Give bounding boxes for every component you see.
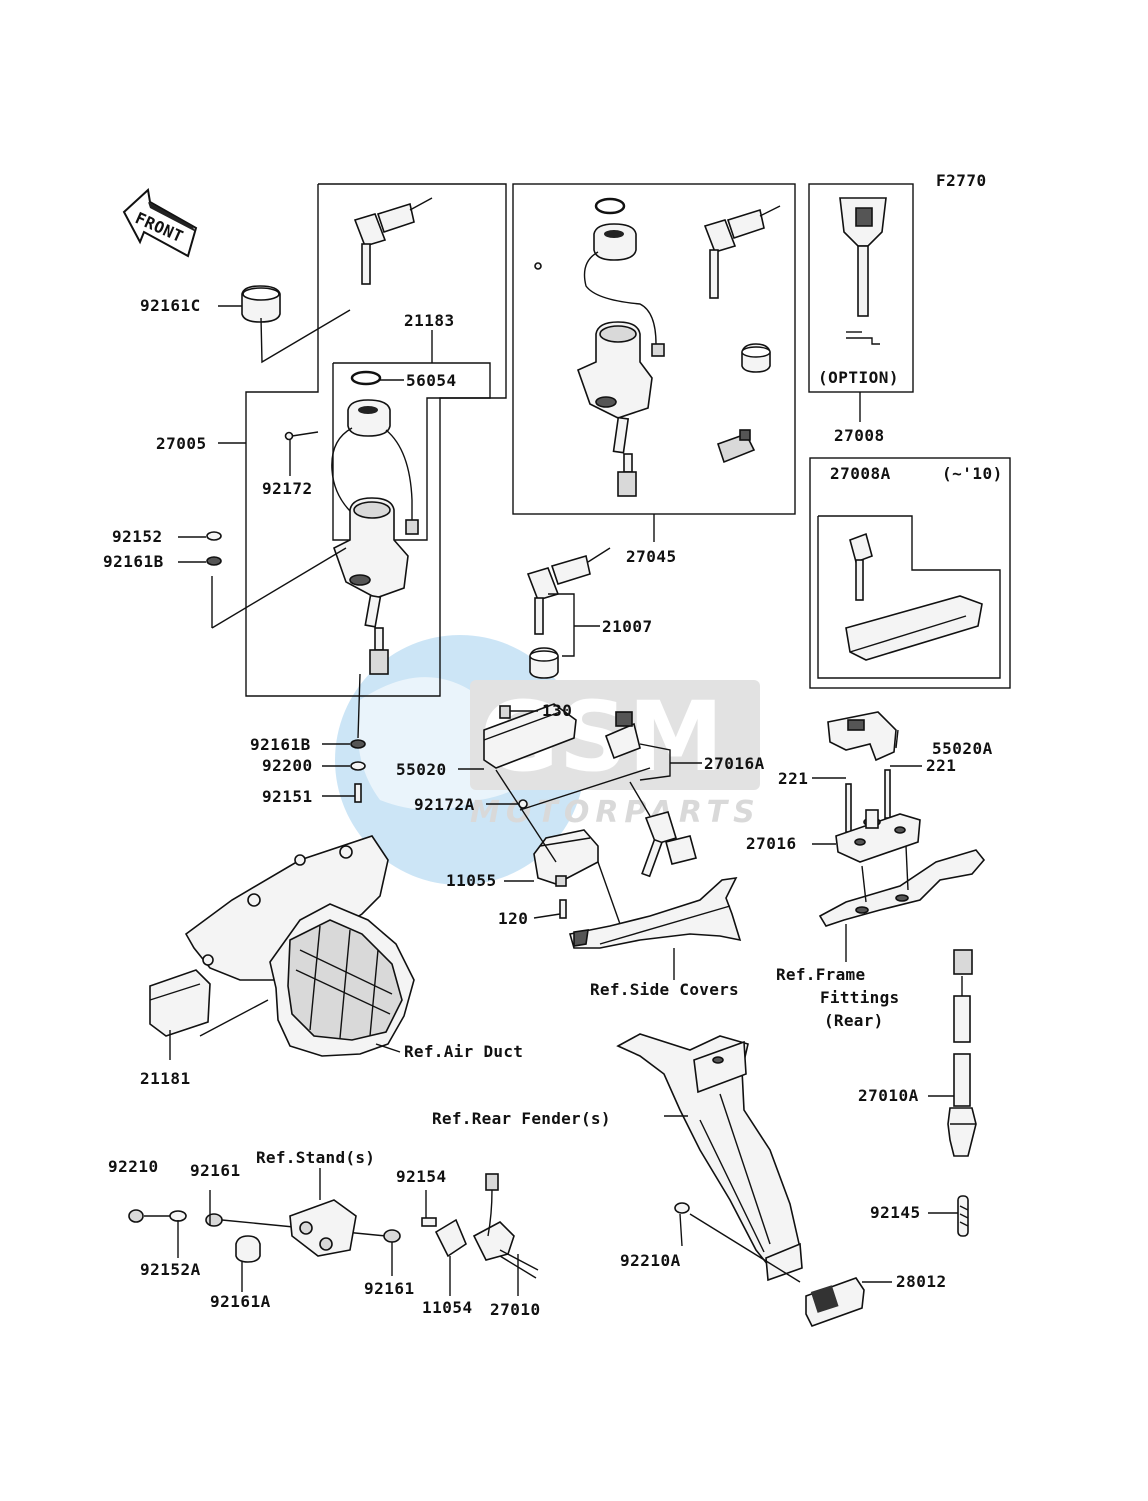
label-option: (OPTION) (818, 368, 899, 387)
key-27008-option (839, 197, 887, 345)
ignition-27045 (534, 197, 771, 497)
ref-side-covers: Ref.Side Covers (590, 980, 739, 999)
box-27008A-outer (809, 457, 1011, 689)
label-year-note: (~'10) (942, 464, 1003, 483)
air-duct-assembly (149, 835, 415, 1060)
label-92161-left: 92161 (190, 1161, 241, 1180)
label-27008A: 27008A (830, 464, 891, 483)
label-92145: 92145 (870, 1203, 921, 1222)
seat-lock-55020 (483, 703, 651, 925)
label-221-left: 221 (778, 769, 808, 788)
label-92154: 92154 (396, 1167, 447, 1186)
label-92200: 92200 (262, 756, 313, 775)
label-92210A: 92210A (620, 1251, 681, 1270)
box-27008 (808, 183, 914, 393)
label-21181: 21181 (140, 1069, 191, 1088)
label-92161B-lower: 92161B (250, 735, 311, 754)
label-27005: 27005 (156, 434, 207, 453)
key-21007 (526, 547, 611, 635)
label-21183: 21183 (404, 311, 455, 330)
tool-tray-27008A (845, 595, 983, 661)
label-92152A: 92152A (140, 1260, 201, 1279)
label-55020A: 55020A (932, 739, 993, 758)
label-92161C: 92161C (140, 296, 201, 315)
box-27005 (245, 183, 507, 697)
label-27010A: 27010A (858, 1086, 919, 1105)
ref-rear-fender: Ref.Rear Fender(s) (432, 1109, 611, 1128)
label-92161B-upper: 92161B (103, 552, 164, 571)
label-27016: 27016 (746, 834, 797, 853)
cap-21007 (529, 647, 559, 679)
label-92152: 92152 (112, 527, 163, 546)
diagram-code: F2770 (936, 171, 987, 190)
ref-frame-line1: Ref.Frame (776, 965, 865, 984)
leader-lines (177, 305, 958, 1296)
box-27008A-inner (817, 515, 1001, 679)
label-56054: 56054 (406, 371, 457, 390)
ref-air-duct: Ref.Air Duct (404, 1042, 523, 1061)
label-21007: 21007 (602, 617, 653, 636)
watermark-globe (335, 635, 585, 885)
label-130: 130 (542, 701, 572, 720)
label-92172A: 92172A (414, 795, 475, 814)
reference-labels: Ref.Side Covers Ref.Frame Fittings (Rear… (256, 965, 899, 1167)
part-labels: 92161C 21183 56054 27005 92172 92152 921… (103, 296, 1003, 1319)
label-27045: 27045 (626, 547, 677, 566)
seat-lock-27016 (818, 711, 986, 962)
front-arrow: FRONT (122, 188, 198, 258)
label-55020: 55020 (396, 760, 447, 779)
label-92210: 92210 (108, 1157, 159, 1176)
watermark-sub: MOTORPARTS (470, 795, 761, 830)
key-27016A (629, 781, 697, 878)
key-27008A (849, 532, 873, 601)
label-92161A: 92161A (210, 1292, 271, 1311)
label-11055: 11055 (446, 871, 497, 890)
switch-27010A (947, 949, 977, 1237)
ref-frame-line3: (Rear) (824, 1011, 884, 1030)
ref-stand: Ref.Stand(s) (256, 1148, 375, 1167)
label-92172: 92172 (262, 479, 313, 498)
label-27016A: 27016A (704, 754, 765, 773)
key-27005 (353, 197, 433, 285)
label-11054: 11054 (422, 1298, 473, 1317)
ignition-27005 (206, 285, 419, 803)
rear-fender (616, 1033, 865, 1327)
label-28012: 28012 (896, 1272, 947, 1291)
ref-frame-line2: Fittings (820, 988, 899, 1007)
label-92161-right: 92161 (364, 1279, 415, 1298)
key-27045 (703, 205, 781, 299)
label-221-right: 221 (926, 756, 956, 775)
label-27008: 27008 (834, 426, 885, 445)
label-120: 120 (498, 909, 528, 928)
label-27010: 27010 (490, 1300, 541, 1319)
side-cover-ref (568, 876, 742, 949)
label-92151: 92151 (262, 787, 313, 806)
